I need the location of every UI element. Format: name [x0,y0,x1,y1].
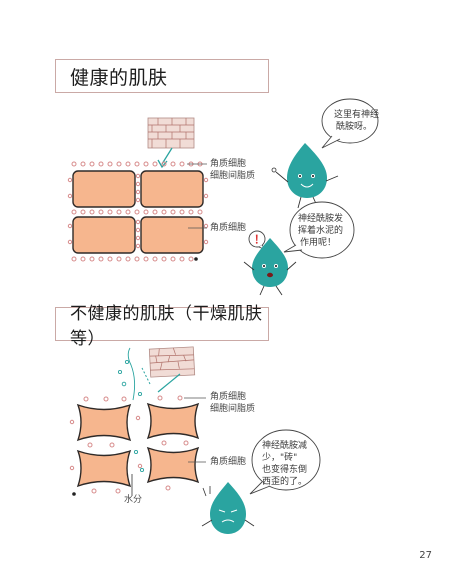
bubble-1-line-2: 酰胺呀。 [336,120,372,132]
label-unhealthy-intercellular-lipid: 细胞间脂质 [210,404,256,414]
speech-bubble-1 [321,98,379,149]
bubble-2-line-3: 作用呢！ [300,236,336,248]
unhealthy-lipid-dots [69,395,189,494]
water-drop-character-2 [243,238,297,296]
unhealthy-skin-cells [76,402,200,488]
brick-wall-inset-healthy [147,117,195,169]
water-evaporation [117,347,145,473]
speech-bubble-2 [283,201,355,259]
speech-bubble-3 [249,429,321,495]
page-number: 27 [419,550,432,561]
bubble-3-line-3: 也变得东倒 [262,463,307,475]
bubble-2-line-1: 神经酰胺发 [298,212,343,224]
bubble-3-line-4: 西歪的了。 [262,475,307,487]
label-unhealthy-cornified-cell-2: 角质细胞 [210,457,247,467]
healthy-skin-cells [72,170,204,254]
healthy-pointer-lines [187,163,207,229]
label-healthy-cornified-cell-2: 角质细胞 [210,223,247,233]
label-water: 水分 [124,495,143,505]
water-drop-character-1 [271,143,339,209]
bubble-3-line-1: 神经酰胺减 [262,439,307,451]
bubble-3-line-2: 少，"砖" [262,451,297,463]
water-drop-character-sad [201,482,255,534]
bubble-2-line-2: 挥着水泥的 [298,224,343,236]
bubble-1-line-1: 这里有神经 [334,108,379,120]
brick-wall-inset-unhealthy [141,346,196,393]
label-healthy-intercellular-lipid: 细胞间脂质 [210,171,256,181]
unhealthy-pointer-lines [184,397,206,463]
exclaim-mark: ！ [254,233,265,246]
label-unhealthy-cornified-cell: 角质细胞 [210,392,247,402]
label-healthy-cornified-cell: 角质细胞 [210,159,247,169]
section-title-healthy: 健康的肌肤 [55,59,269,93]
